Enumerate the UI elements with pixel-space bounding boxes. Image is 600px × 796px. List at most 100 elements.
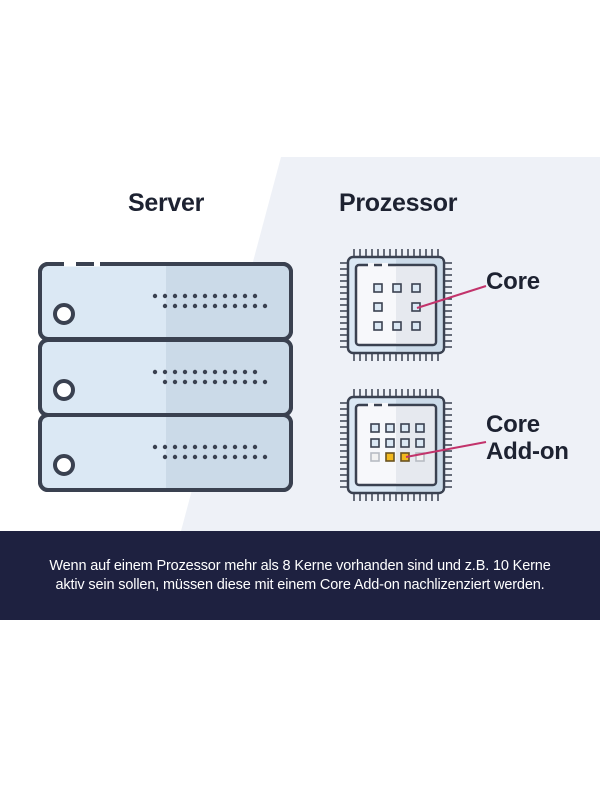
vent-dot <box>172 303 178 309</box>
vent-dot <box>152 369 158 375</box>
vent-dot <box>222 454 228 460</box>
vent-dot <box>212 293 218 299</box>
vent-dot <box>202 369 208 375</box>
vent-dot <box>202 379 208 385</box>
core-addon-label-line1: Core <box>486 411 540 438</box>
core-square <box>400 423 410 433</box>
vent-dot <box>252 303 258 309</box>
core-square <box>411 283 421 293</box>
vent-dot <box>182 369 188 375</box>
vent-dot <box>192 293 198 299</box>
vent-dot <box>162 293 168 299</box>
vent-dot <box>222 379 228 385</box>
vent-dot <box>162 454 168 460</box>
processor-chip-icon <box>340 249 452 361</box>
vent-dot <box>252 444 258 450</box>
vent-dot <box>162 379 168 385</box>
vent-dot <box>222 444 228 450</box>
inactive-core-square <box>370 452 380 462</box>
vent-dot <box>212 369 218 375</box>
addon-core-square <box>385 452 395 462</box>
server-unit <box>38 413 293 492</box>
vent-dot <box>152 444 158 450</box>
processor-heading: Prozessor <box>339 189 458 217</box>
info-banner-text: Wenn auf einem Prozessor mehr als 8 Kern… <box>49 557 550 595</box>
vent-dot <box>212 379 218 385</box>
info-banner-line: Wenn auf einem Prozessor mehr als 8 Kern… <box>49 557 551 574</box>
vent-dot <box>182 454 188 460</box>
vent-dot <box>232 454 238 460</box>
vent-dot <box>192 303 198 309</box>
core-label: Core <box>486 268 540 295</box>
vent-dot <box>162 444 168 450</box>
inactive-core-square <box>415 452 425 462</box>
vent-dot <box>192 369 198 375</box>
core-square <box>373 302 383 312</box>
server-heading: Server <box>128 189 205 217</box>
vent-dot <box>182 444 188 450</box>
core-addon-label-line2: Add-on <box>486 438 569 465</box>
vent-dot <box>212 454 218 460</box>
vent-dot <box>192 379 198 385</box>
core-square <box>373 283 383 293</box>
vent-dot <box>212 303 218 309</box>
core-square <box>370 423 380 433</box>
vent-dot <box>242 379 248 385</box>
core-square <box>415 423 425 433</box>
vent-dot <box>192 454 198 460</box>
core-square <box>411 321 421 331</box>
vent-dot <box>242 369 248 375</box>
vent-dot <box>202 303 208 309</box>
vent-dot <box>252 369 258 375</box>
vent-dot <box>232 379 238 385</box>
vent-dot <box>202 444 208 450</box>
vent-dot <box>242 303 248 309</box>
server-unit <box>38 338 293 417</box>
core-square <box>373 321 383 331</box>
vent-dot <box>252 293 258 299</box>
vent-dot <box>262 379 268 385</box>
processor-chip-addon-icon <box>340 389 452 501</box>
vent-dot <box>172 454 178 460</box>
vent-dot <box>202 454 208 460</box>
core-square <box>385 438 395 448</box>
vent-dot <box>232 303 238 309</box>
vent-dot <box>202 293 208 299</box>
vent-dot <box>242 444 248 450</box>
vent-dot <box>182 293 188 299</box>
core-square <box>400 438 410 448</box>
server-vent-dots <box>152 293 268 460</box>
core-pointer-line <box>416 285 487 309</box>
server-unit <box>38 261 293 341</box>
vent-dot <box>222 369 228 375</box>
vent-dot <box>252 379 258 385</box>
info-banner-line: aktiv sein sollen, müssen diese mit eine… <box>55 576 545 593</box>
addon-pointer-line <box>405 441 487 458</box>
vent-dot <box>162 369 168 375</box>
core-square <box>385 423 395 433</box>
core-square <box>392 321 402 331</box>
vent-dot <box>152 293 158 299</box>
vent-dot <box>242 454 248 460</box>
vent-dot <box>182 303 188 309</box>
vent-dot <box>162 303 168 309</box>
info-banner: Wenn auf einem Prozessor mehr als 8 Kern… <box>0 531 600 620</box>
vent-dot <box>212 444 218 450</box>
vent-dot <box>242 293 248 299</box>
vent-dot <box>172 293 178 299</box>
vent-dot <box>192 444 198 450</box>
vent-dot <box>172 379 178 385</box>
vent-dot <box>262 303 268 309</box>
vent-dot <box>222 293 228 299</box>
core-square <box>392 283 402 293</box>
vent-dot <box>222 303 228 309</box>
vent-dot <box>232 369 238 375</box>
vent-dot <box>262 454 268 460</box>
server-icon <box>38 261 293 492</box>
vent-dot <box>252 454 258 460</box>
vent-dot <box>172 444 178 450</box>
core-square <box>370 438 380 448</box>
vent-dot <box>182 379 188 385</box>
vent-dot <box>232 293 238 299</box>
